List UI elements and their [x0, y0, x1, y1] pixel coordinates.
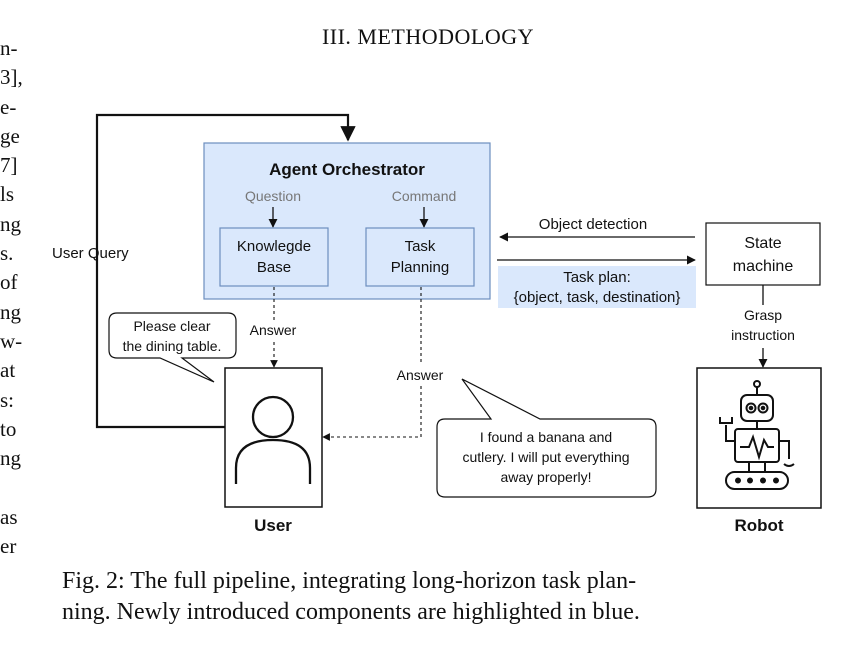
left-line: er — [0, 534, 17, 559]
knowledge-base-line: Knowlegde — [237, 238, 311, 255]
left-line: n- — [0, 36, 18, 60]
left-line: 7] — [0, 153, 18, 178]
user-bubble-line: Please clear — [133, 318, 210, 334]
task-plan-label-line: {object, task, destination} — [514, 289, 681, 306]
left-line: ge — [0, 123, 20, 148]
object-detection-label: Object detection — [539, 216, 647, 233]
task-planning-line: Planning — [391, 259, 449, 276]
figure-caption: Fig. 2: The full pipeline, integrating l… — [62, 566, 822, 628]
left-line: of — [0, 270, 18, 295]
user-bubble-line: the dining table. — [123, 338, 222, 354]
command-label: Command — [392, 188, 457, 204]
user-speech-bubble — [108, 312, 237, 383]
user-query-loop-line — [95, 113, 356, 429]
task-plan-label-line: Task plan: — [563, 269, 631, 286]
robot-icon — [719, 380, 795, 490]
robot-label: Robot — [734, 516, 783, 535]
task-planning-answer-arrow — [322, 386, 422, 441]
left-line: s. — [0, 241, 14, 266]
task-planning-line: Task — [405, 238, 436, 255]
task-plan-highlight — [498, 266, 696, 308]
left-line: e- — [0, 94, 17, 119]
left-line: 3], — [0, 65, 23, 90]
state-machine-line: machine — [733, 258, 794, 275]
left-line: as — [0, 504, 18, 529]
caption-line: ning. Newly introduced components are hi… — [62, 599, 640, 625]
grasp-label-line: instruction — [731, 327, 795, 343]
answer-label-kb: Answer — [250, 322, 297, 338]
robot-bubble-line: cutlery. I will put everything — [462, 449, 629, 465]
left-line: w- — [0, 328, 23, 353]
left-column-text: n- 3], e- ge 7] ls ng s. of ng w- at s: … — [0, 34, 46, 561]
robot-box — [696, 367, 822, 509]
section-heading: III. METHODOLOGY — [321, 24, 535, 49]
state-machine-line: State — [744, 235, 781, 252]
left-line: s: — [0, 387, 15, 412]
state-machine-box — [705, 222, 821, 286]
knowledge-base-line: Base — [257, 259, 291, 276]
left-line: ls — [0, 182, 15, 207]
left-line: ng — [0, 299, 21, 324]
left-line: ng — [0, 446, 21, 471]
grasp-label-line: Grasp — [744, 307, 782, 323]
left-line: to — [0, 416, 17, 441]
answer-label-tp: Answer — [397, 367, 444, 383]
left-line: at — [0, 358, 16, 383]
robot-speech-bubble — [436, 378, 657, 498]
question-label: Question — [245, 188, 301, 204]
caption-line: Fig. 2: The full pipeline, integrating l… — [62, 568, 637, 594]
user-query-label: User Query — [52, 245, 129, 262]
left-line: ng — [0, 211, 21, 236]
robot-bubble-line: away properly! — [500, 469, 591, 485]
knowledge-base-box — [219, 227, 329, 287]
robot-bubble-line: I found a banana and — [480, 429, 612, 445]
agent-orchestrator-title: Agent Orchestrator — [269, 160, 425, 179]
task-planning-box — [365, 227, 475, 287]
user-icon — [234, 395, 312, 484]
user-label: User — [254, 516, 292, 535]
